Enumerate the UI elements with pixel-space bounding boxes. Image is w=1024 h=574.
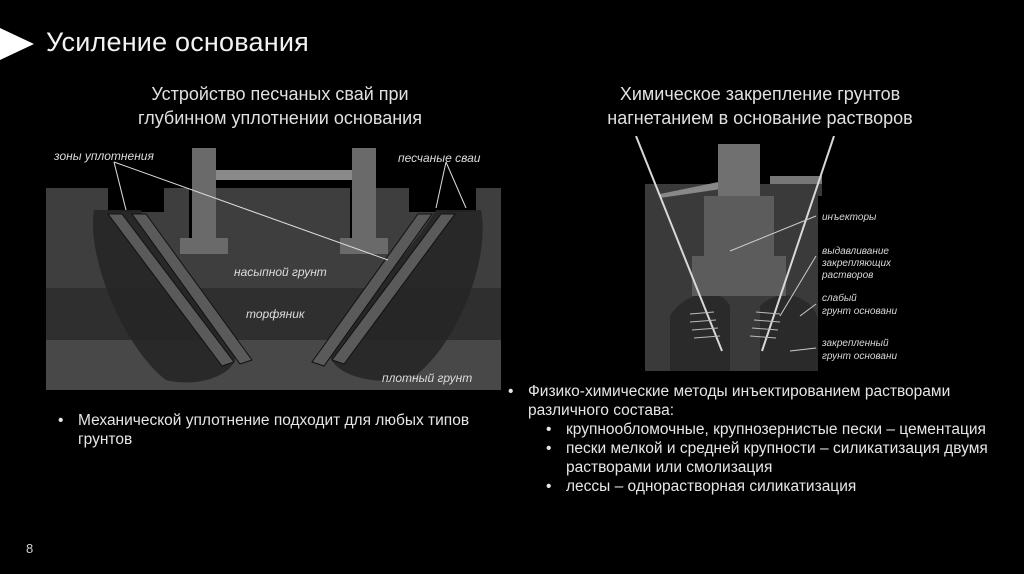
list-item: • пески мелкой и средней крупности – сил…: [546, 439, 998, 477]
spray-right: [749, 311, 781, 339]
list-item: • лессы – однорастворная силикатизация: [546, 477, 998, 496]
label-sand-piles: песчаные сваи: [398, 151, 481, 165]
sub-bullet-text: пески мелкой и средней крупности – силик…: [566, 440, 988, 476]
left-bullet: • Механической уплотнение подходит для л…: [58, 411, 478, 449]
label-squeeze-2: закрепляющих: [821, 258, 892, 269]
beam: [216, 170, 352, 180]
footing-base: [692, 256, 786, 296]
sand-pile-left-1: [107, 213, 235, 367]
foundation-right-base: [340, 238, 388, 254]
left-bullet-text: Механической уплотнение подходит для люб…: [78, 412, 470, 448]
right-bullets: • Физико-химические методы инъектировани…: [508, 382, 998, 496]
left-subtitle-line2: глубинном уплотнении основания: [138, 108, 422, 128]
label-peat: торфяник: [246, 307, 306, 321]
right-sub-bullets: • крупнообломочные, крупнозернистые песк…: [508, 420, 998, 496]
spray-left: [689, 311, 721, 339]
bullet-dot: •: [58, 412, 64, 429]
list-item: • крупнообломочные, крупнозернистые песк…: [546, 420, 998, 439]
label-squeeze-3: растворов: [821, 270, 873, 281]
label-dense-soil: плотный грунт: [382, 371, 472, 385]
label-injectors: инъекторы: [822, 212, 877, 223]
injector-left: [635, 136, 723, 352]
bullet-dot: •: [546, 440, 552, 457]
label-compaction-zones: зоны уплотнения: [53, 149, 154, 163]
right-subtitle-line1: Химическое закрепление грунтов: [619, 84, 901, 104]
sub-bullet-text: крупнообломочные, крупнозернистые пески …: [566, 421, 986, 438]
ground-surface: [660, 180, 728, 198]
slide-title: Усиление основания: [46, 27, 309, 57]
ground-surface-right: [770, 176, 822, 184]
foundation-right: [352, 148, 376, 244]
column: [718, 144, 760, 199]
sand-pile-left-2: [131, 213, 253, 365]
foundation-left: [192, 148, 216, 244]
sand-piles-diagram: зоны уплотнения песчаные сваи насыпной г…: [46, 148, 501, 390]
left-subtitle: Устройство песчаных свай при глубинном у…: [100, 82, 460, 130]
right-bullet-main: • Физико-химические методы инъектировани…: [508, 382, 998, 420]
compaction-zone-left: [92, 210, 236, 383]
left-subtitle-line1: Устройство песчаных свай при: [151, 84, 409, 104]
label-fixed-2: грунт основани: [822, 351, 897, 362]
compaction-zone-right: [330, 210, 483, 381]
label-weak-2: грунт основани: [822, 306, 897, 317]
injector-right: [761, 136, 835, 352]
label-fill-soil: насыпной грунт: [234, 265, 327, 279]
label-squeeze-1: выдавливание: [822, 246, 889, 257]
label-weak-1: слабый: [822, 292, 857, 304]
page-number: 8: [26, 541, 34, 556]
bullet-dot: •: [508, 383, 514, 400]
bullet-dot: •: [546, 421, 552, 438]
sand-pile-right-1: [331, 213, 456, 365]
sand-pile-right-2: [311, 213, 433, 367]
title-arrow-icon: [0, 28, 34, 60]
foundation-left-base: [180, 238, 228, 254]
right-bullet-main-text: Физико-химические методы инъектированием…: [528, 383, 951, 419]
label-fixed-1: закрепленный: [821, 338, 889, 349]
sub-bullet-text: лессы – однорастворная силикатизация: [566, 478, 857, 495]
bullet-dot: •: [546, 478, 552, 495]
right-subtitle: Химическое закрепление грунтов нагнетани…: [560, 82, 960, 130]
chemical-injection-diagram: инъекторы выдавливание закрепляющих раст…: [635, 136, 897, 371]
right-subtitle-line2: нагнетанием в основание растворов: [607, 108, 913, 128]
